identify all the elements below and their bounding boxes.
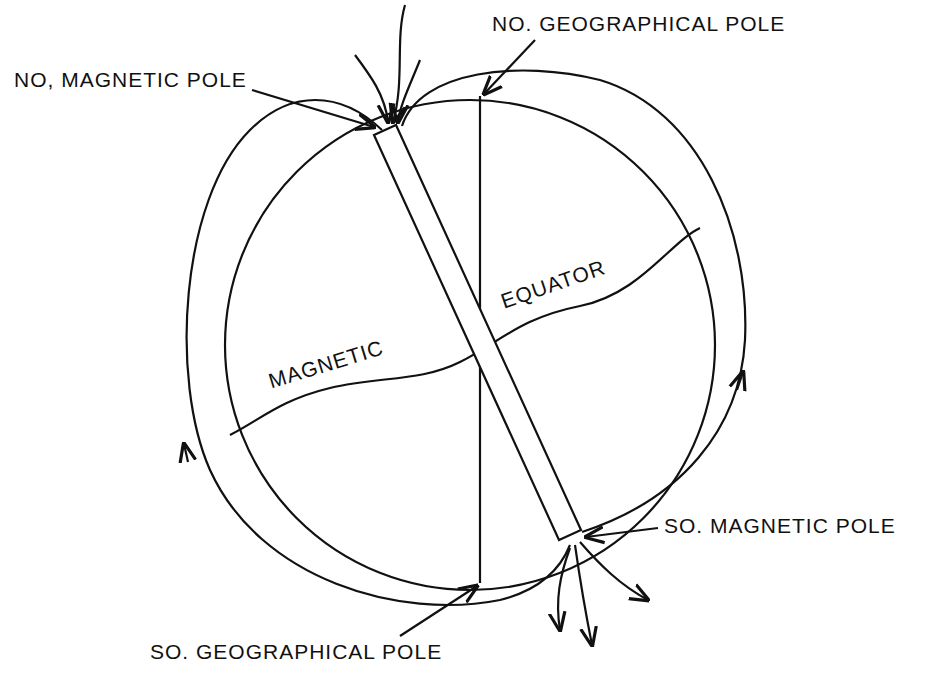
field-line xyxy=(575,545,592,645)
pole-label: SO. MAGNETIC POLE xyxy=(664,514,896,537)
direction-arrow xyxy=(737,372,743,390)
leader-line xyxy=(586,528,658,537)
field-line xyxy=(355,55,388,122)
field-line xyxy=(580,542,648,600)
direction-arrow xyxy=(184,444,188,462)
equator-label: EQUATOR xyxy=(498,255,608,312)
field-line xyxy=(558,548,570,630)
field-line xyxy=(187,100,570,605)
leader-line xyxy=(484,40,535,94)
equator-label: MAGNETIC xyxy=(266,336,386,393)
bar-magnet xyxy=(374,125,581,540)
leader-line xyxy=(400,586,477,636)
field-line xyxy=(398,60,420,122)
pole-label: NO, MAGNETIC POLE xyxy=(14,68,247,91)
pole-label: NO. GEOGRAPHICAL POLE xyxy=(492,12,785,35)
earth-outline xyxy=(225,100,715,590)
leader-line xyxy=(252,90,374,127)
pole-label: SO. GEOGRAPHICAL POLE xyxy=(150,640,442,663)
